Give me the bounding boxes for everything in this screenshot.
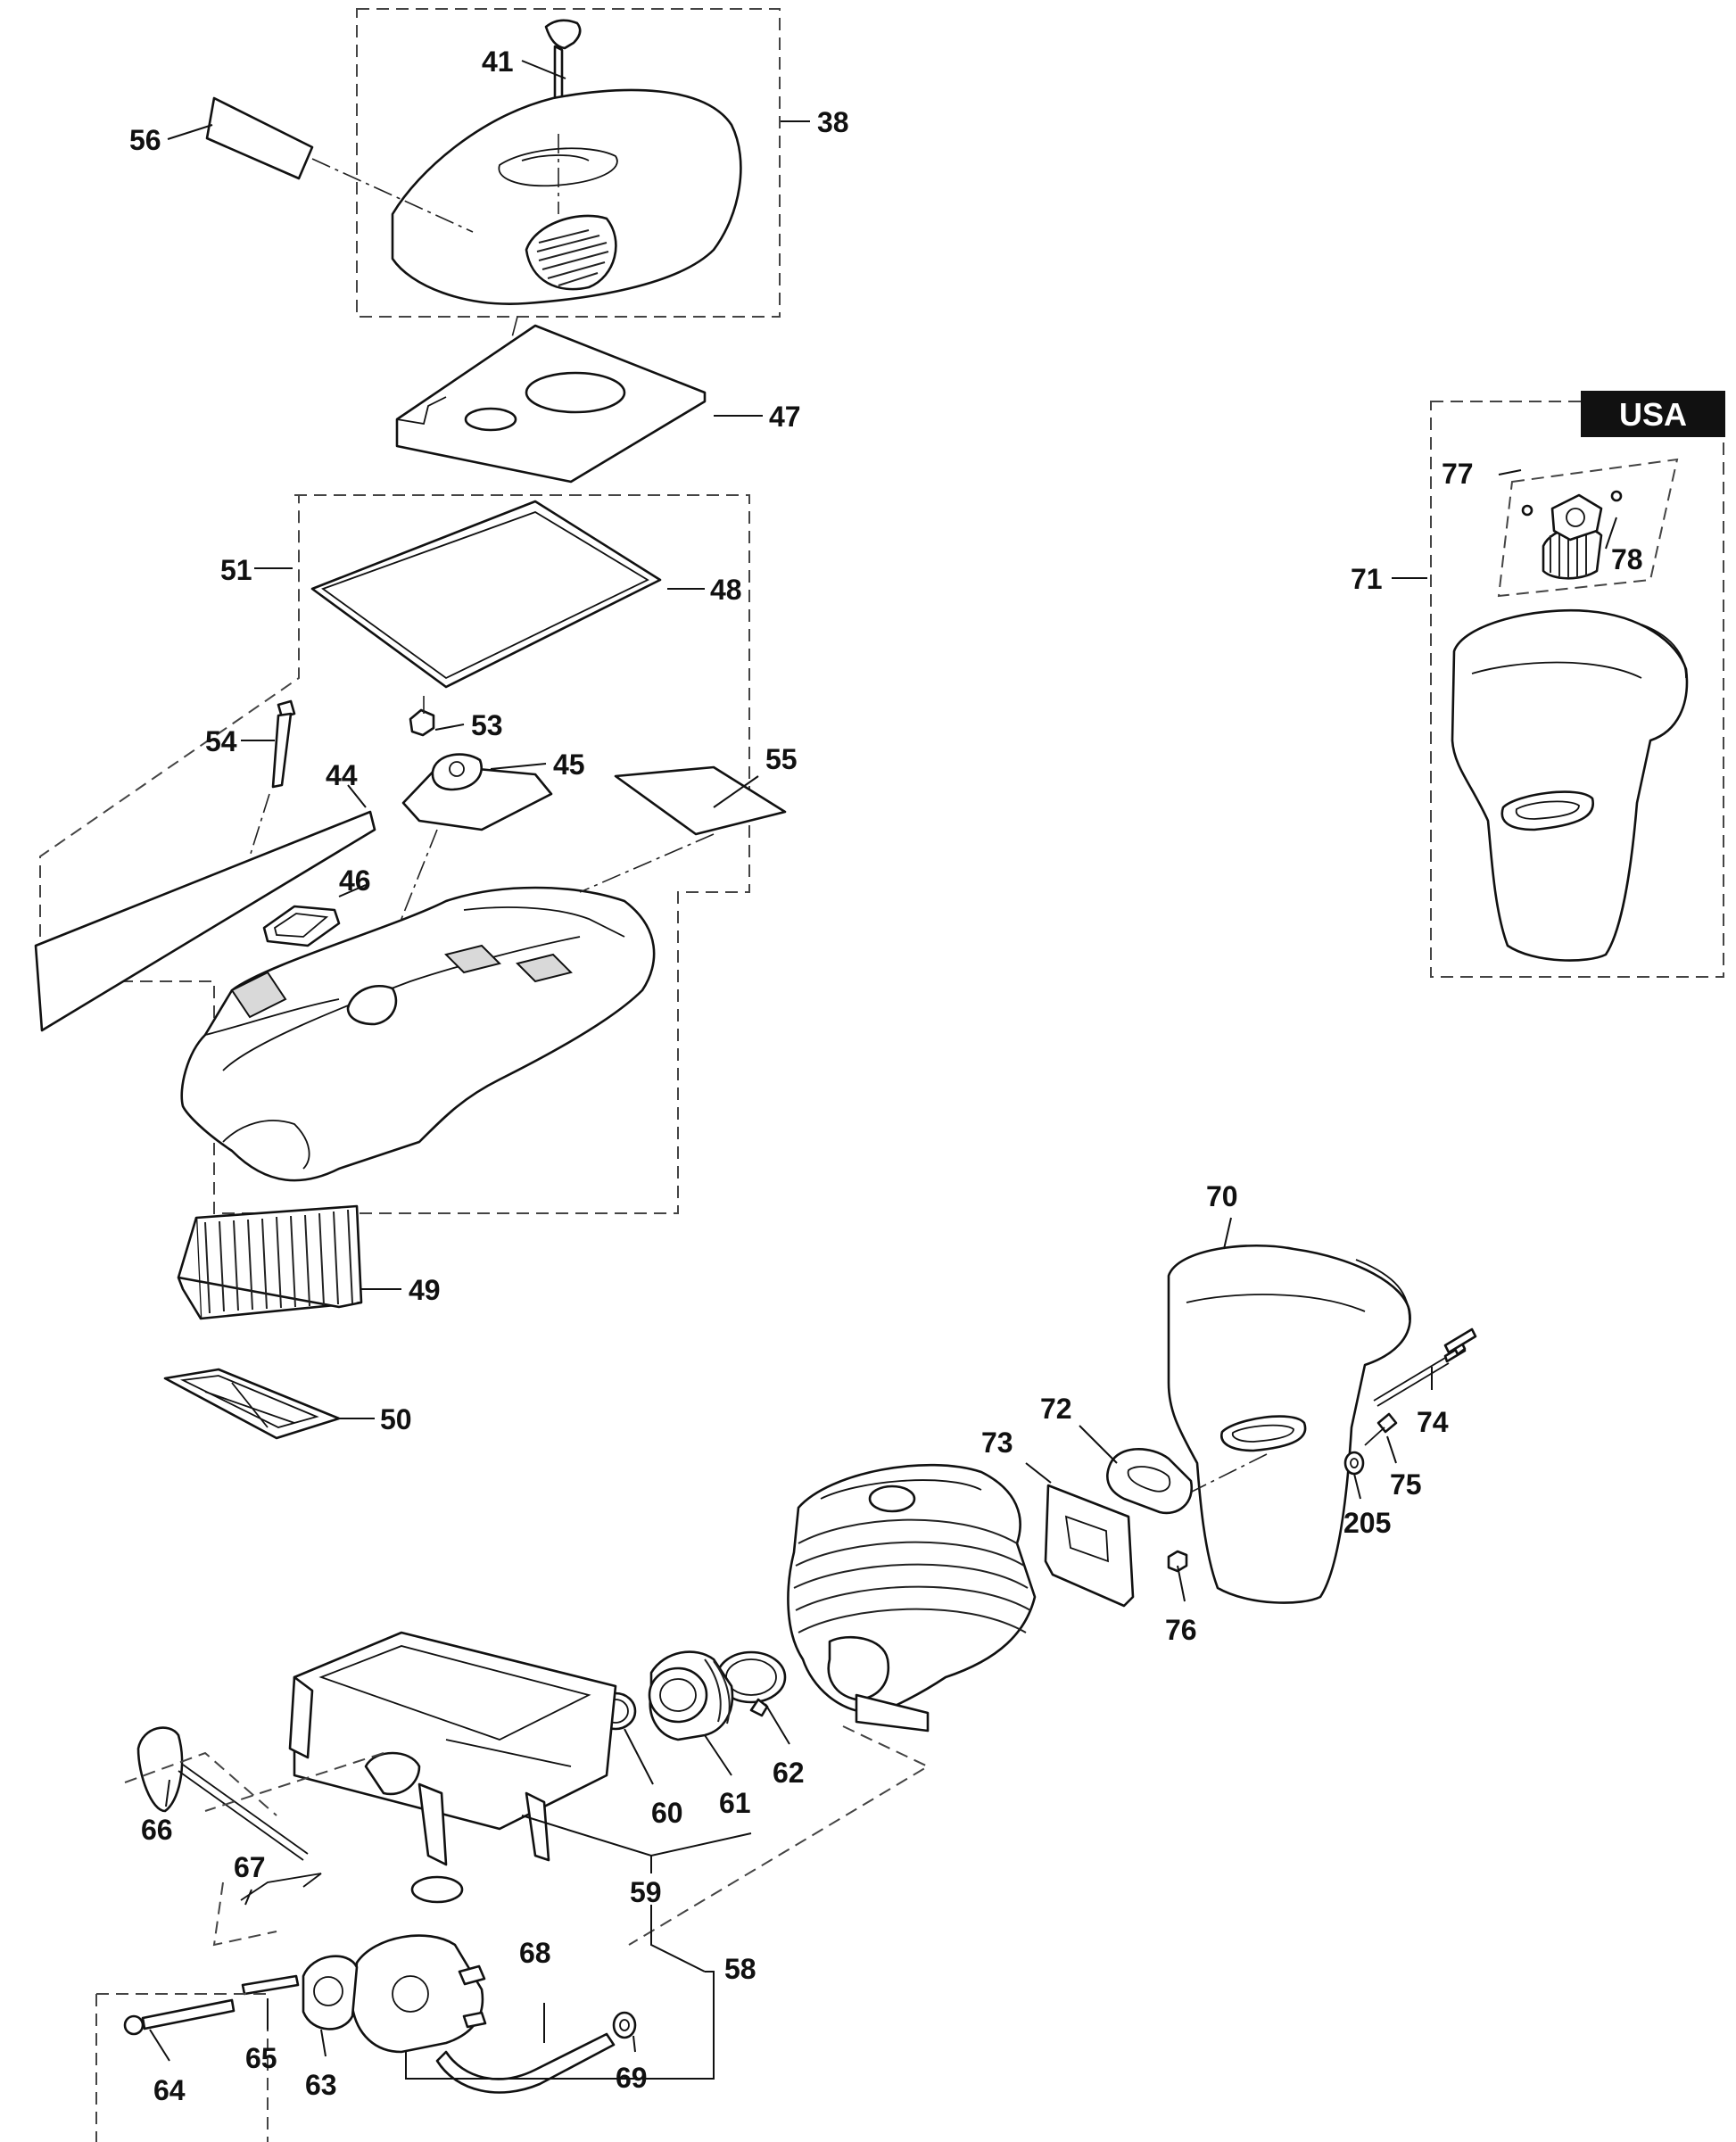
callout-74: 74	[1417, 1406, 1449, 1438]
callout-44: 44	[326, 759, 358, 791]
callout-77: 77	[1442, 458, 1474, 490]
part-44-decal	[34, 810, 376, 1032]
part-56-decal	[205, 96, 474, 233]
part-77-screen-cover	[1521, 490, 1623, 542]
group-77-boundary	[1497, 458, 1679, 598]
part-67-link	[240, 1873, 322, 1901]
callout-49: 49	[409, 1274, 441, 1306]
callout-54: 54	[205, 725, 237, 757]
usa-badge-label: USA	[1619, 396, 1687, 433]
callout-73: 73	[981, 1427, 1013, 1459]
callout-72: 72	[1040, 1393, 1072, 1425]
part-41-knob	[544, 19, 582, 148]
callout-45: 45	[553, 748, 585, 781]
group-51-filter-housing	[34, 494, 750, 1214]
callout-67: 67	[234, 1851, 266, 1883]
part-75-screw	[1364, 1412, 1398, 1446]
part-74-bolt	[1373, 1327, 1477, 1407]
callout-58: 58	[724, 1953, 756, 1985]
part-housing-body	[180, 886, 656, 1182]
callout-61: 61	[719, 1787, 751, 1819]
part-47-filter-plate	[395, 324, 707, 484]
part-61-intake-boot	[648, 1650, 734, 1741]
part-205-washer	[1343, 1451, 1365, 1476]
part-65-pin	[241, 1974, 300, 1996]
group-38-cover-assembly	[356, 8, 781, 420]
callout-75: 75	[1390, 1468, 1422, 1501]
callout-69: 69	[616, 2062, 648, 2094]
part-46-seal	[262, 905, 341, 947]
callout-205: 205	[1343, 1507, 1391, 1539]
callout-65: 65	[245, 2042, 277, 2074]
callout-71: 71	[1351, 563, 1383, 595]
leader-lines	[149, 60, 1617, 2080]
callout-76: 76	[1165, 1614, 1197, 1646]
callout-51: 51	[220, 554, 252, 586]
part-70-muffler	[1159, 1244, 1411, 1604]
part-69-grommet	[612, 2011, 637, 2039]
part-73-heat-shield	[1044, 1484, 1135, 1608]
callout-50: 50	[380, 1403, 412, 1435]
group-71-usa-option: USA	[1430, 391, 1725, 978]
callout-64: 64	[153, 2074, 186, 2106]
callout-56: 56	[129, 124, 161, 156]
part-64-bolt	[123, 1998, 236, 2036]
callout-60: 60	[651, 1797, 683, 1829]
callout-labels: 41 38 56 47 48 51 53 54 45 44 46 55 49 5…	[129, 45, 1643, 2106]
callout-46: 46	[339, 864, 371, 897]
callout-66: 66	[141, 1814, 173, 1846]
part-72-gasket	[1106, 1448, 1194, 1515]
part-71-muffler	[1451, 609, 1689, 962]
part-66-lever	[136, 1726, 309, 1861]
group-71-boundary	[1430, 401, 1724, 978]
part-45-bracket	[383, 753, 553, 964]
callout-59: 59	[630, 1876, 662, 1908]
part-cylinder	[787, 1463, 1037, 1733]
part-53-valve	[409, 696, 435, 737]
part-38-cover	[391, 88, 742, 305]
callout-62: 62	[773, 1757, 805, 1789]
callout-78: 78	[1611, 543, 1643, 575]
part-59-intake-frame	[288, 1631, 617, 1866]
callout-47: 47	[769, 401, 801, 433]
callout-70: 70	[1206, 1180, 1238, 1212]
group-58-boundary	[96, 1993, 269, 2142]
part-49-air-filter	[177, 1204, 363, 1320]
callout-68: 68	[519, 1937, 551, 1969]
callout-63: 63	[305, 2069, 337, 2101]
part-54-bolt	[249, 699, 296, 857]
part-48-gasket	[310, 500, 662, 689]
callout-48: 48	[710, 574, 742, 606]
usa-badge	[1581, 391, 1725, 437]
part-68-fuel-hose	[435, 2032, 616, 2094]
callout-41: 41	[482, 45, 514, 78]
part-50-filter-frame	[163, 1368, 341, 1440]
callout-53: 53	[471, 709, 503, 741]
part-76-nut	[1167, 1550, 1188, 1573]
part-55-decal	[579, 765, 787, 893]
callout-38: 38	[817, 106, 849, 138]
part-carburettor	[351, 1875, 487, 2054]
group-38-boundary	[356, 8, 781, 318]
callout-55: 55	[765, 743, 798, 775]
part-63-gasket	[302, 1955, 359, 2030]
